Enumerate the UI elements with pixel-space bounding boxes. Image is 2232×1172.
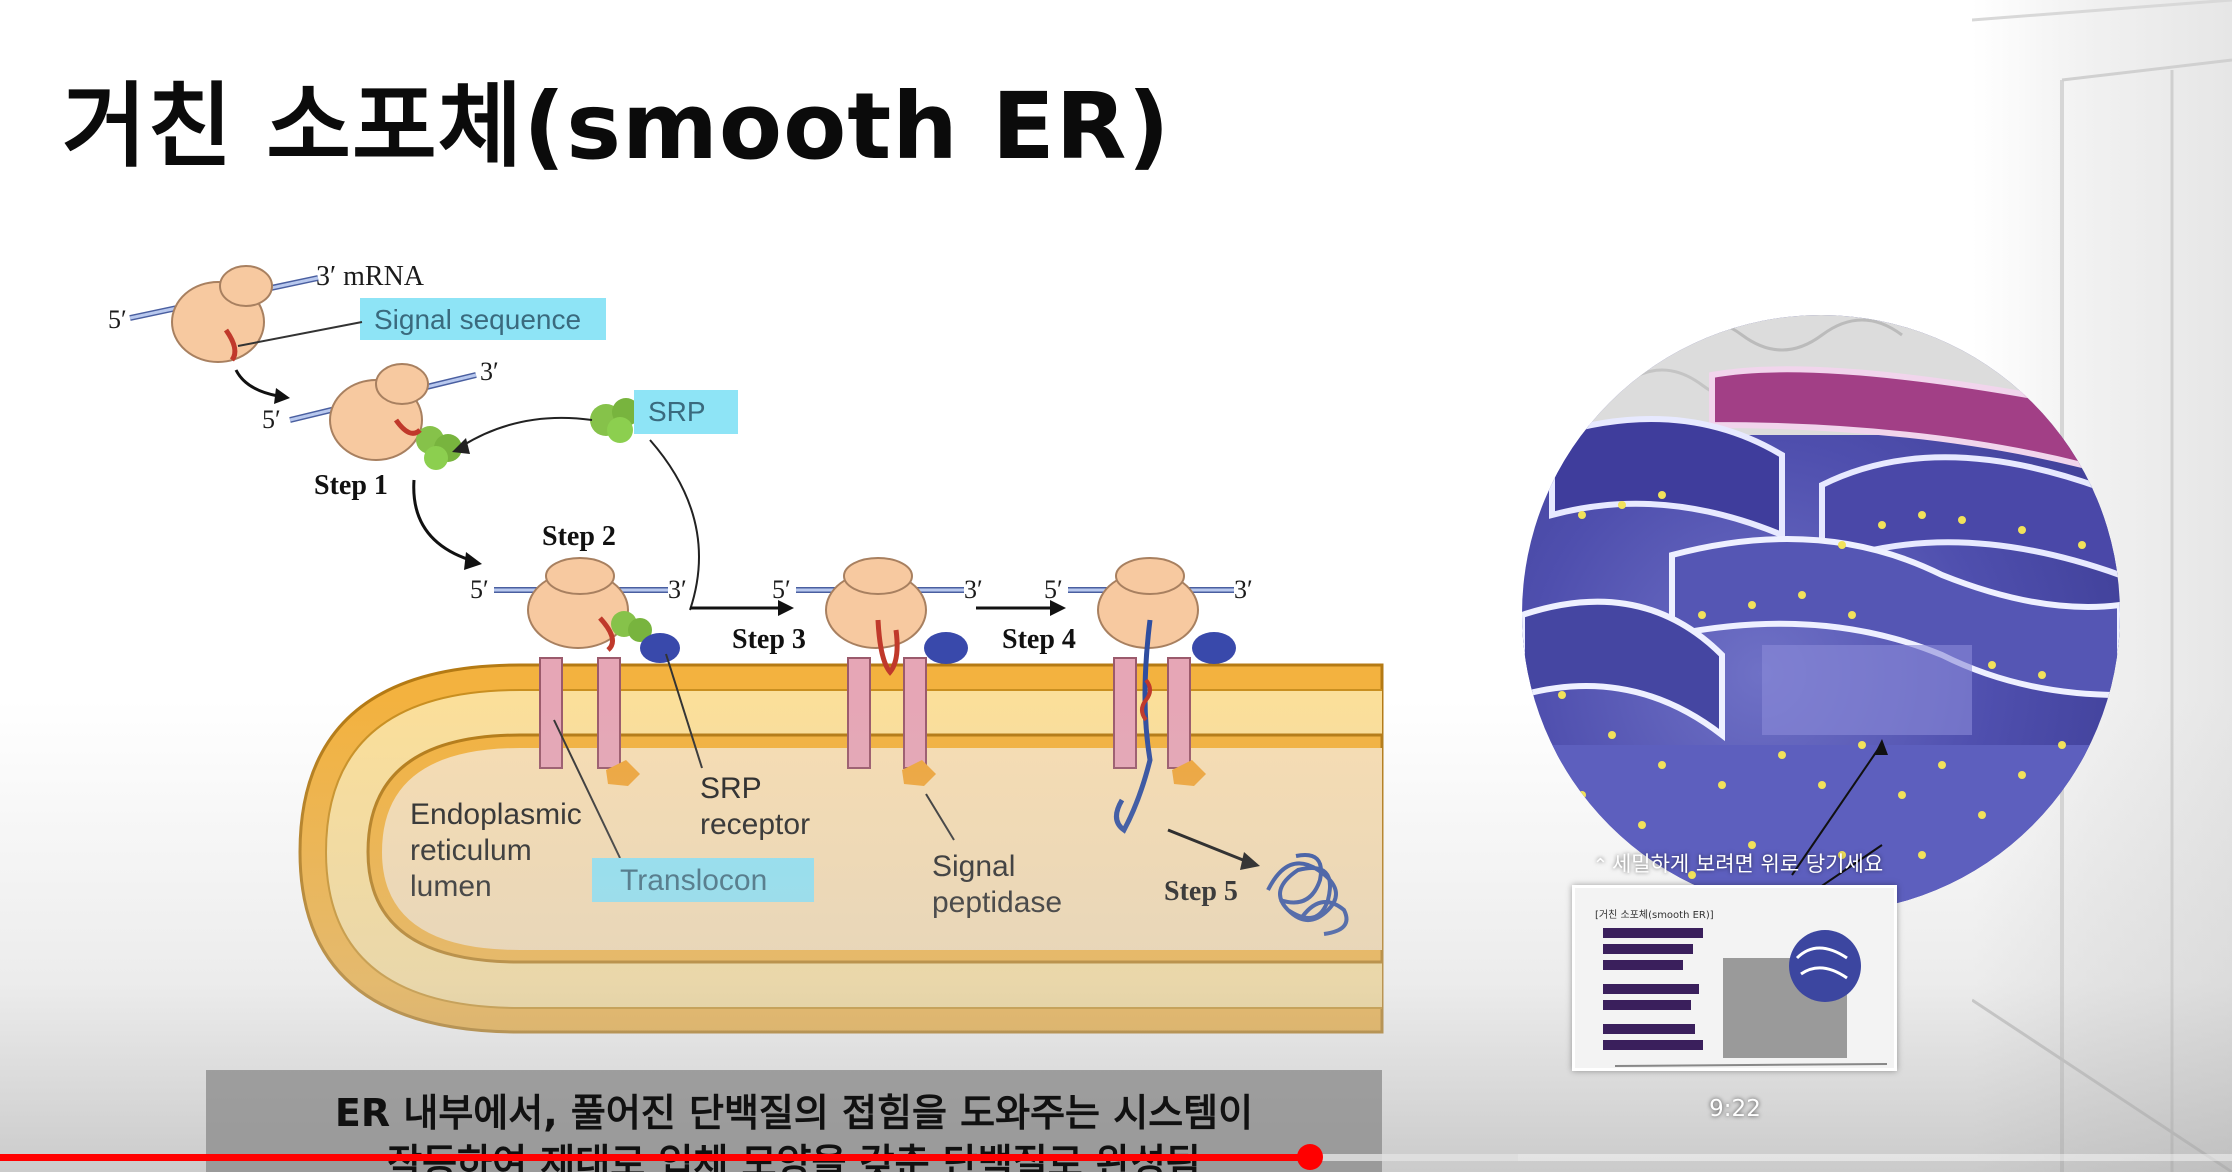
- progress-scrubber-handle[interactable]: [1297, 1144, 1323, 1170]
- step-5-label: Step 5: [1164, 876, 1238, 907]
- svg-text:3′: 3′: [1234, 575, 1253, 604]
- step-2-label: Step 2: [542, 521, 616, 552]
- subtitle-line-1: ER 내부에서, 풀어진 단백질의 접힘을 도와주는 시스템이: [334, 1091, 1254, 1135]
- rough-er-illustration: [1522, 315, 2120, 913]
- svg-text:3′: 3′: [480, 357, 499, 386]
- srp-label: SRP: [648, 396, 706, 427]
- slide-title: 거친 소포체(smooth ER): [62, 73, 1171, 180]
- svg-text:3′: 3′: [964, 575, 983, 604]
- lumen-label-line3: lumen: [410, 870, 492, 903]
- free-srp: [590, 398, 640, 443]
- srp-bound-ribosome: [289, 363, 477, 470]
- srp-receptor-label-line2: receptor: [700, 808, 810, 841]
- step-4-label: Step 4: [1002, 624, 1076, 655]
- srp-highlight: [634, 390, 738, 434]
- docked-ribosome-step2: [494, 557, 680, 786]
- protein-translocation-diagram: 5′ 3′ mRNA Signal sequence 5′ 3′ SRP: [108, 261, 1384, 1034]
- translocon-label: Translocon: [620, 864, 767, 897]
- pull-up-hint-text: 세밀하게 보려면 위로 당기세요: [1611, 852, 1884, 876]
- svg-text:3′: 3′: [668, 575, 687, 604]
- five-prime-label: 5′: [108, 305, 127, 334]
- pull-up-hint[interactable]: ⌃세밀하게 보려면 위로 당기세요: [1578, 848, 1898, 878]
- signal-sequence-highlight: [360, 298, 606, 340]
- step-1-label: Step 1: [314, 470, 388, 501]
- svg-text:5′: 5′: [772, 575, 791, 604]
- srp-receptor-label-line1: SRP: [700, 772, 762, 805]
- signal-peptidase-label-line2: peptidase: [932, 886, 1062, 919]
- chevron-up-double-icon: ⌃: [1592, 855, 1608, 876]
- free-ribosome: [129, 265, 319, 363]
- svg-text:5′: 5′: [1044, 575, 1063, 604]
- lumen-label-line1: Endoplasmic: [410, 798, 582, 831]
- thumbnail-title: [거친 소포체(smooth ER)]: [1595, 910, 1714, 921]
- svg-text:5′: 5′: [262, 405, 281, 434]
- progress-bar-played[interactable]: [0, 1154, 1310, 1161]
- mrna-label: 3′ mRNA: [316, 261, 425, 292]
- seek-timestamp: 9:22: [1709, 1096, 1761, 1122]
- lumen-label-line2: reticulum: [410, 834, 532, 867]
- seek-preview-thumbnail: [거친 소포체(smooth ER)]: [1572, 885, 1897, 1071]
- signal-peptidase-label-line1: Signal: [932, 850, 1015, 883]
- svg-text:5′: 5′: [470, 575, 489, 604]
- step-3-label: Step 3: [732, 624, 806, 655]
- signal-sequence-label: Signal sequence: [374, 304, 581, 335]
